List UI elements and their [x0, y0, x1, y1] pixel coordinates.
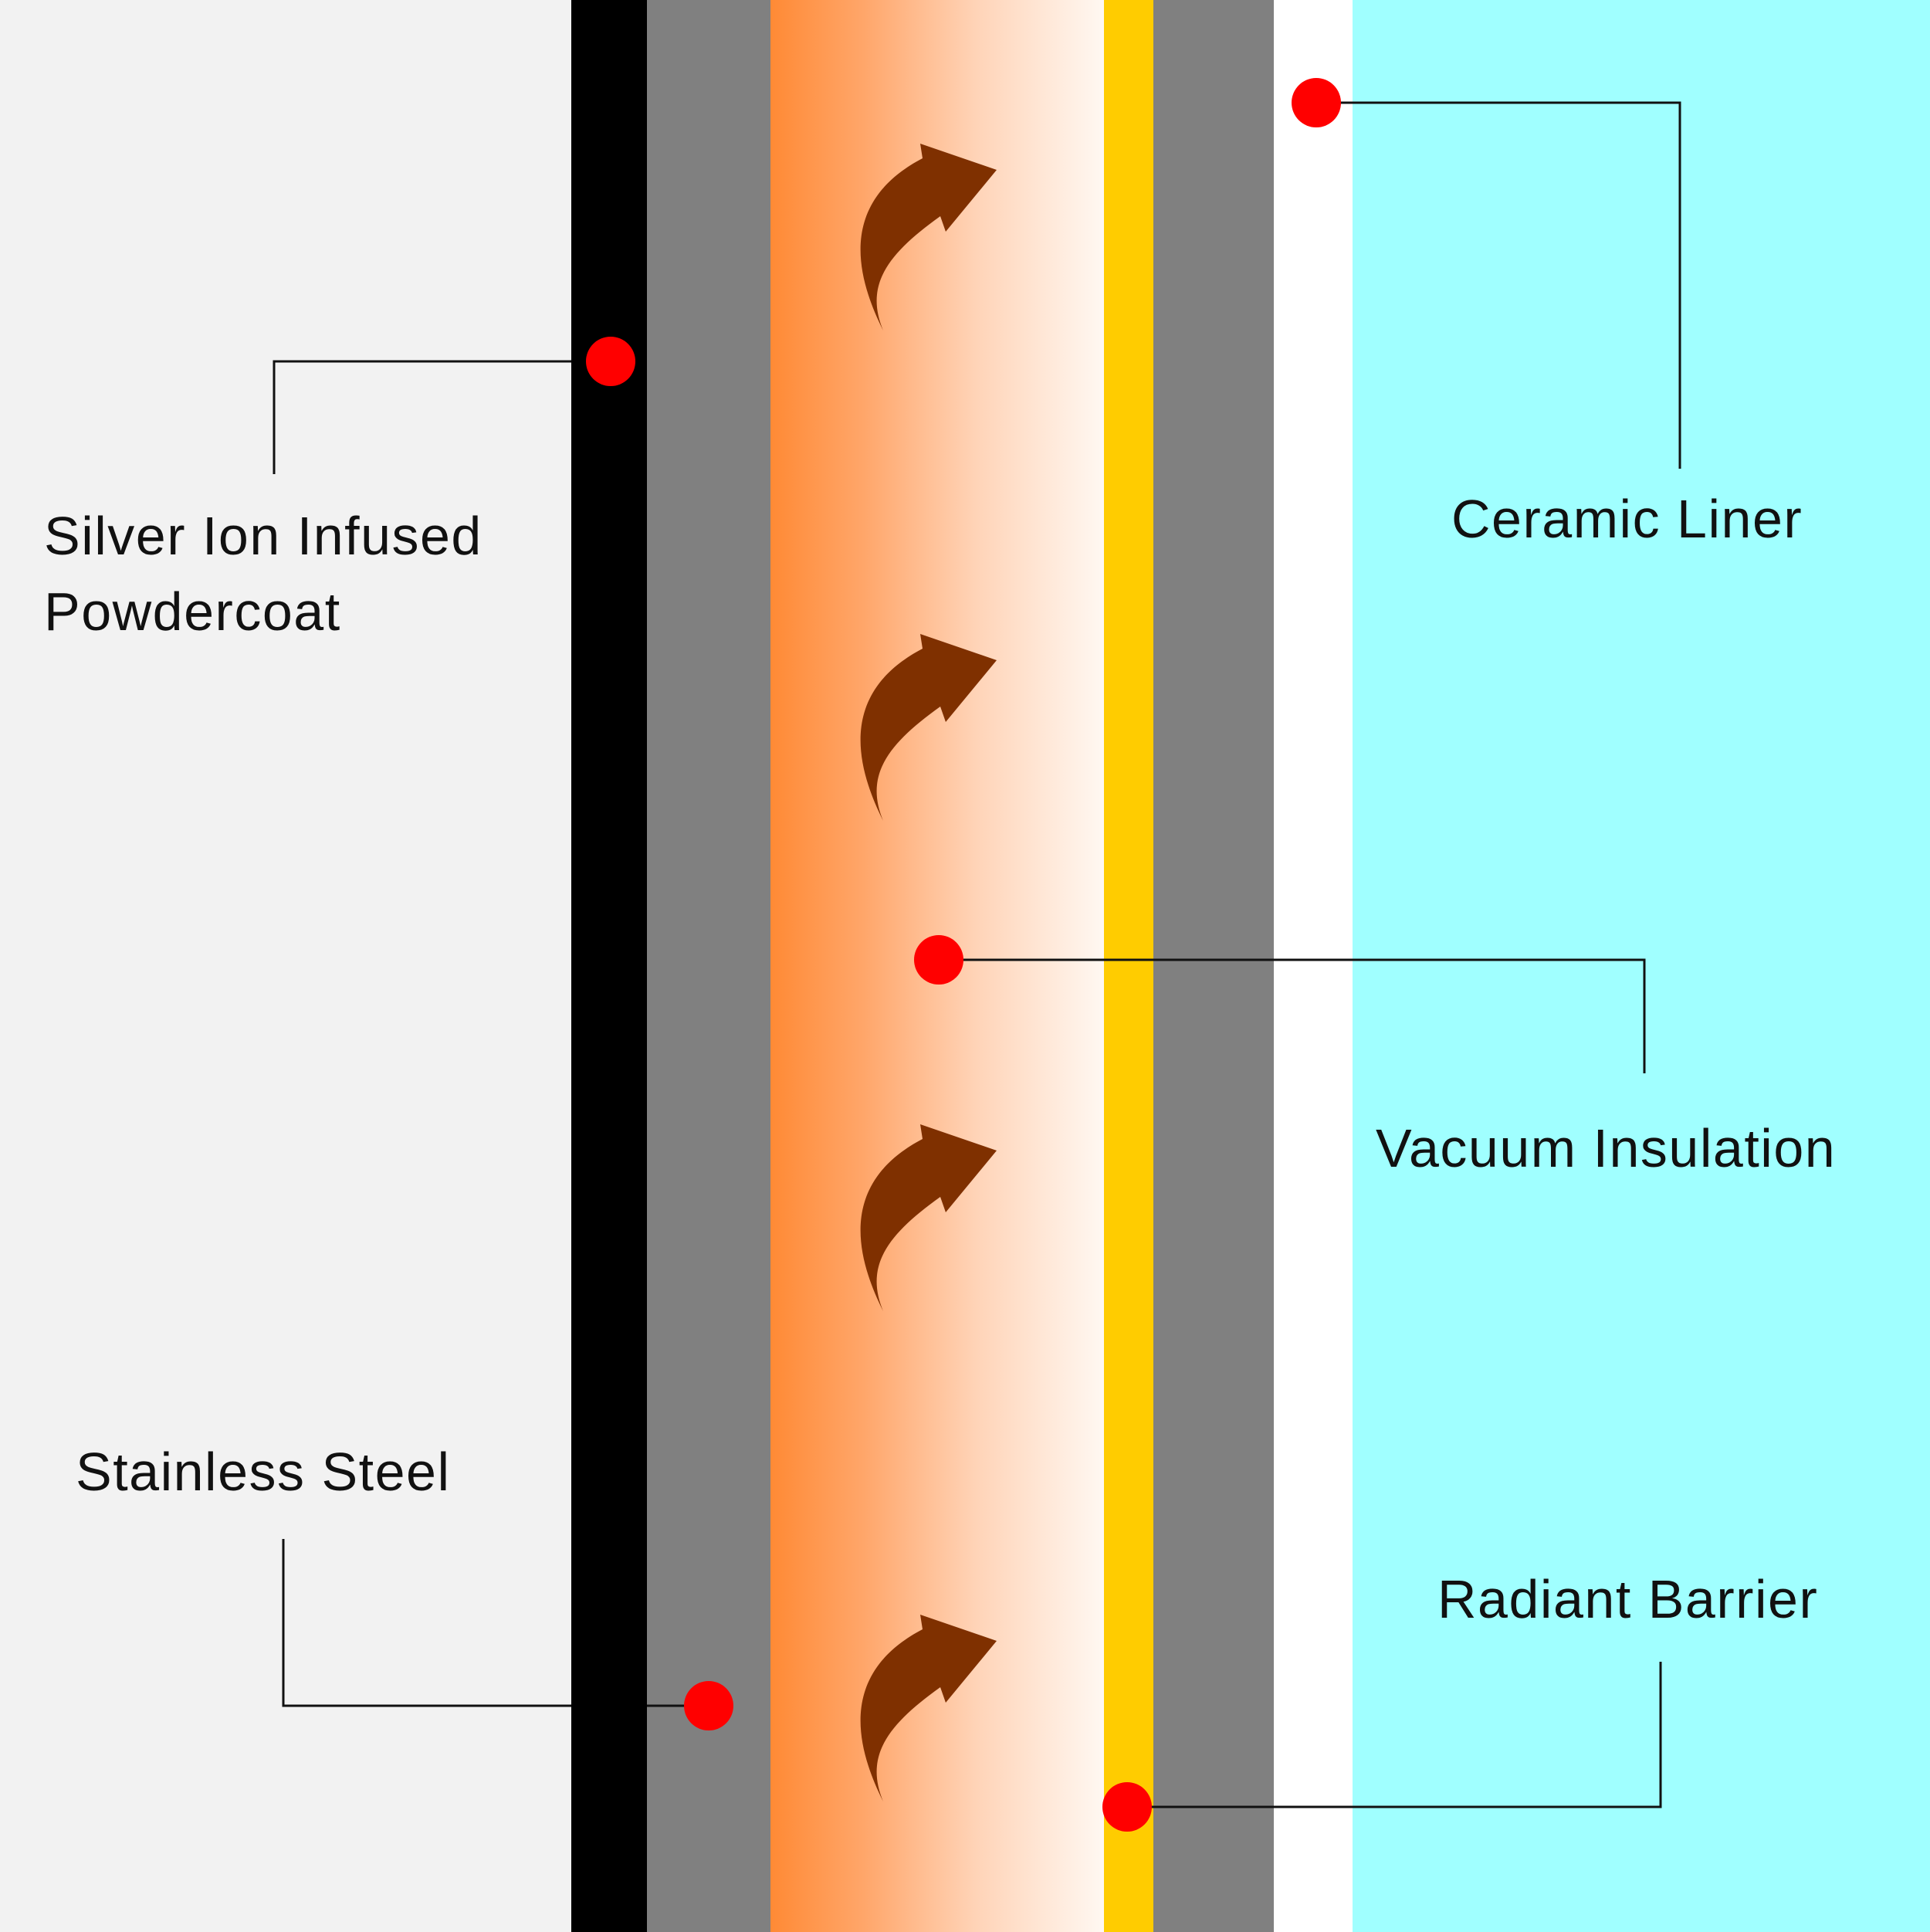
- marker-powdercoat: [586, 337, 635, 386]
- curved-heat-arrow-3: [860, 1124, 997, 1311]
- leader-line-stainless-steel: [282, 1539, 571, 1707]
- label-silver-ion-line2: Powdercoat: [44, 581, 341, 642]
- label-vacuum-insulation: Vacuum Insulation: [1376, 1118, 1837, 1178]
- ceramic-liner-layer: [1274, 0, 1353, 1932]
- label-stainless-steel: Stainless Steel: [76, 1442, 451, 1502]
- label-silver-ion-powdercoat: Silver Ion Infused Powdercoat: [44, 498, 482, 649]
- contents-area: [1353, 0, 1930, 1932]
- stainless-steel-outer-layer: [647, 0, 770, 1932]
- marker-vacuum-insulation: [914, 935, 963, 985]
- outer-background: [0, 0, 571, 1932]
- heat-arrows: [860, 144, 997, 1802]
- stainless-steel-inner-layer: [1153, 0, 1274, 1932]
- curved-heat-arrow-4: [860, 1615, 997, 1802]
- marker-radiant-barrier: [1102, 1782, 1152, 1832]
- leader-line-powdercoat: [273, 360, 571, 474]
- marker-ceramic-liner: [1292, 78, 1341, 127]
- powdercoat-layer: [571, 0, 647, 1932]
- radiant-barrier-layer: [1104, 0, 1153, 1932]
- marker-stainless-steel: [684, 1681, 733, 1730]
- leader-line-vacuum-insulation: [939, 958, 1646, 1073]
- label-silver-ion-line1: Silver Ion Infused: [44, 506, 482, 566]
- label-ceramic-liner: Ceramic Liner: [1451, 489, 1803, 549]
- label-radiant-barrier: Radiant Barrier: [1437, 1569, 1819, 1629]
- leader-line-radiant-barrier: [1127, 1662, 1662, 1808]
- curved-heat-arrow-1: [860, 144, 997, 330]
- leader-line-ceramic-liner: [1316, 101, 1681, 469]
- curved-heat-arrow-2: [860, 634, 997, 821]
